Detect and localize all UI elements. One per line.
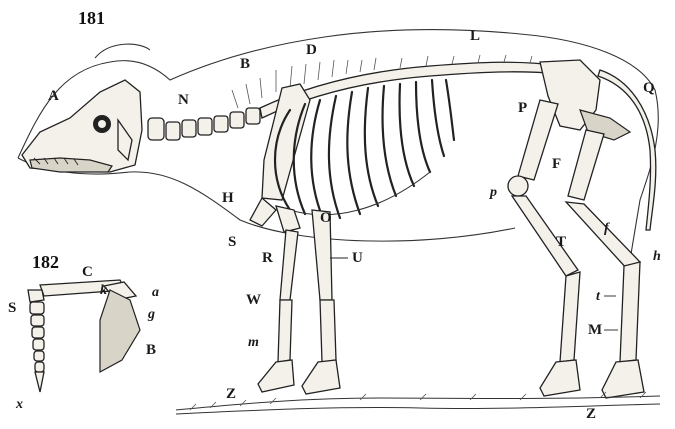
inset-bones (28, 280, 140, 392)
label-F: F (552, 156, 561, 172)
hind-limbs (508, 100, 644, 398)
inset-label-g: g (147, 307, 155, 322)
label-L: L (470, 28, 480, 44)
inset-label-S: S (8, 300, 16, 316)
label-m: m (248, 335, 259, 350)
label-D: D (306, 42, 317, 58)
label-P: P (518, 100, 527, 116)
label-U: U (352, 250, 363, 266)
scapula (262, 84, 310, 200)
inset-label-k: k (100, 283, 107, 298)
pelvis (540, 60, 630, 140)
inset-label-x: x (15, 397, 23, 412)
label-A: A (48, 88, 59, 104)
label-M: M (588, 322, 602, 338)
cervical-vertebrae (148, 108, 260, 140)
label-T: T (556, 234, 566, 250)
figure-number-182: 182 (32, 252, 59, 272)
label-R: R (262, 250, 273, 266)
label-S: S (228, 234, 236, 250)
label-W: W (246, 292, 261, 308)
label-N: N (178, 92, 189, 108)
label-B: B (240, 56, 250, 72)
fore-limbs (250, 198, 340, 394)
inset-label-B: B (146, 342, 156, 358)
label-Q: Q (643, 80, 655, 96)
label-t: t (596, 289, 601, 304)
label-p: p (489, 185, 497, 200)
label-Z-left: Z (226, 386, 236, 402)
label-H: H (222, 190, 234, 206)
label-h: h (653, 249, 661, 264)
figure-number-181: 181 (78, 8, 105, 28)
inset-label-a: a (152, 285, 159, 300)
inset-label-C: C (82, 264, 93, 280)
skull (22, 80, 142, 172)
label-O: O (320, 210, 332, 226)
label-Z-right: Z (586, 406, 596, 422)
